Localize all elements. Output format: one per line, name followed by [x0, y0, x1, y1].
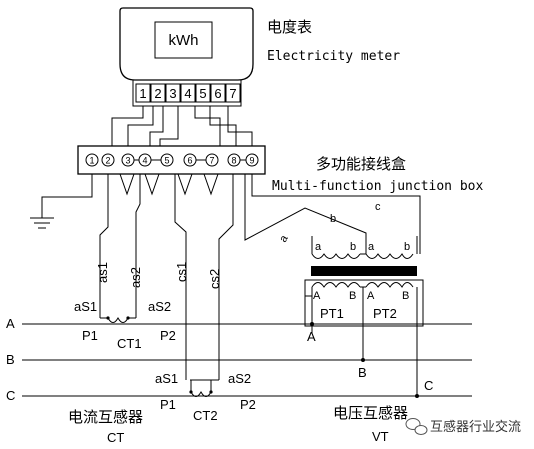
junction-box-terminal-number: 2	[105, 156, 110, 166]
ct2-p2: P2	[240, 397, 256, 412]
ct2-p1: P1	[160, 397, 176, 412]
meter-terminal-number: 6	[214, 86, 221, 101]
ct1-lead-1: as1	[95, 262, 110, 283]
pt2-sec-a: a	[368, 241, 375, 253]
pt-node-a: A	[307, 329, 316, 344]
ct-legend-en: CT	[107, 430, 124, 445]
pt1-sec-a: a	[315, 241, 322, 253]
junction-box-terminal-number: 3	[125, 156, 130, 166]
phase-lines	[22, 323, 472, 397]
meter-terminal-number: 5	[199, 86, 206, 101]
pt2-label: PT2	[373, 306, 397, 321]
junction-box-terminal-number: 6	[187, 156, 192, 166]
junction-box-terminal-number: 4	[142, 156, 147, 166]
meter-title-en: Electricity meter	[267, 49, 400, 64]
meter-terminal-number: 2	[154, 86, 161, 101]
wechat-watermark: 互感器行业交流	[405, 418, 521, 435]
meter-terminal	[195, 83, 211, 103]
meter-terminal-number: 4	[184, 86, 191, 101]
junction-box-terminal-number: 8	[231, 156, 236, 166]
ct2	[189, 379, 219, 397]
meter-to-box-wires	[111, 106, 253, 146]
ct1-p2: P2	[160, 328, 176, 343]
pt-lead-b: b	[330, 213, 336, 225]
ct1-p1: P1	[82, 328, 98, 343]
vt-legend-en: VT	[372, 429, 389, 444]
watermark-text: 互感器行业交流	[430, 419, 521, 435]
pt-phase-taps	[310, 322, 419, 398]
pt-lead-a: a	[277, 232, 291, 244]
junction-box-terminal-number: 5	[164, 156, 169, 166]
phase-a-label: A	[6, 316, 15, 331]
ct2-label: CT2	[193, 408, 218, 423]
pt-node-c: C	[424, 378, 433, 393]
vt-legend-cn: 电压互感器	[333, 404, 408, 422]
junction-box-title-en: Multi-function junction box	[272, 179, 483, 194]
meter-terminal-number: 1	[139, 86, 146, 101]
junction-box-title-cn: 多功能接线盒	[316, 155, 406, 173]
meter-terminal-number: 7	[229, 86, 236, 101]
ct1-s2: aS2	[148, 299, 171, 314]
ct2-lead-2: cs2	[207, 269, 222, 289]
pt-primary-box	[304, 279, 424, 327]
meter-terminal	[210, 83, 226, 103]
junction-box-terminal	[85, 153, 99, 167]
pt2-prim-b: B	[402, 290, 409, 302]
pt-core	[311, 266, 417, 276]
voltage-transformers	[304, 236, 424, 396]
pt-node-b: B	[358, 365, 367, 380]
meter-terminal	[150, 83, 166, 103]
phase-b-label: B	[6, 352, 15, 367]
meter-terminal-strip	[132, 79, 242, 107]
meter-terminal	[180, 83, 196, 103]
phase-c-label: C	[6, 388, 15, 403]
meter-display	[154, 21, 213, 59]
junction-box-body	[77, 145, 266, 175]
meter-title-cn: 电度表	[267, 18, 312, 36]
meter-display-text: kWh	[169, 32, 199, 49]
pt1-prim-a: A	[313, 290, 321, 302]
junction-box: 1 2 3 4 5 6 7 8 9	[77, 145, 266, 175]
ct2-lead-1: cs1	[174, 262, 189, 282]
junction-box-links	[119, 173, 219, 196]
ct1-s1: aS1	[74, 299, 97, 314]
ct1-label: CT1	[117, 336, 142, 351]
ct1-lead-2: as2	[128, 267, 143, 288]
pt-lead-c: c	[375, 201, 381, 213]
pt2-sec-b: b	[404, 241, 410, 253]
junction-box-terminal	[101, 153, 115, 167]
ct-leads	[99, 174, 234, 380]
ct2-s2: aS2	[228, 371, 251, 386]
junction-box-terminal-number: 9	[249, 156, 254, 166]
meter-terminal	[135, 83, 151, 103]
pt1-sec-b: b	[350, 241, 356, 253]
junction-box-terminal-number: 1	[89, 156, 94, 166]
meter-terminal	[165, 83, 181, 103]
meter-terminal	[225, 83, 241, 103]
ct-legend-cn: 电流互感器	[68, 408, 143, 426]
wechat-icon	[405, 418, 428, 435]
ct2-s1: aS1	[155, 371, 178, 386]
junction-box-terminal-number: 7	[209, 156, 214, 166]
ground-symbol	[30, 174, 93, 229]
pt2-prim-a: A	[367, 290, 375, 302]
pt1-label: PT1	[320, 306, 344, 321]
ct1	[100, 316, 136, 323]
pt1-prim-b: B	[349, 290, 356, 302]
meter-terminal-number: 3	[169, 86, 176, 101]
junction-box-terminals: 1 2 3 4 5 6 7 8 9	[85, 153, 259, 167]
